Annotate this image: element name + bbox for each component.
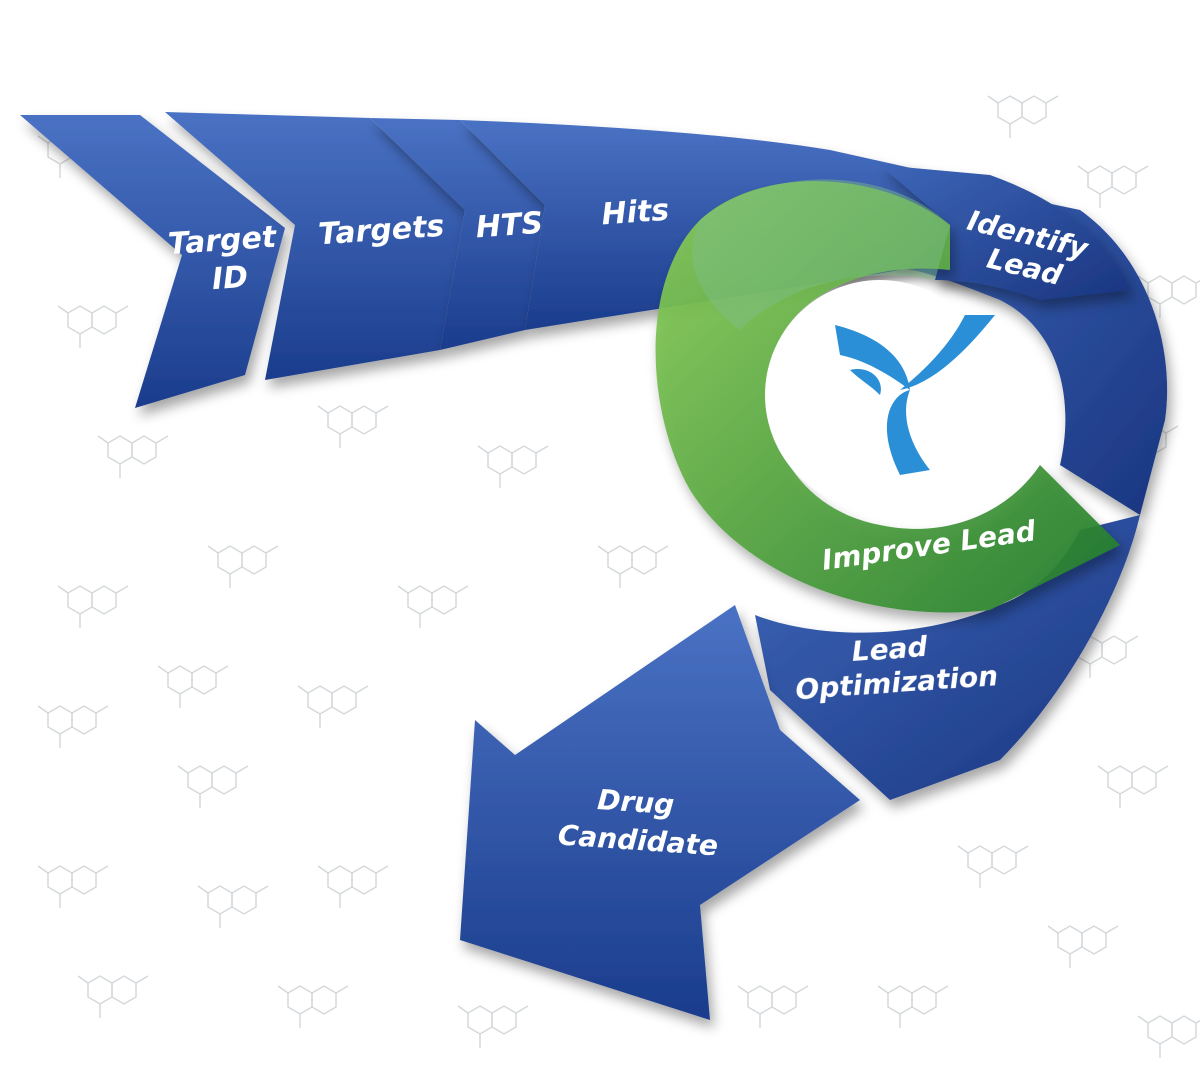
return-arc-lower [755, 515, 1140, 800]
chevron-hts [370, 118, 545, 350]
label-hits: Hits [600, 193, 670, 233]
chevron-targets [165, 112, 465, 380]
green-loop-outer [655, 181, 1120, 613]
label-target-id: Target ID [167, 219, 290, 300]
green-loop-overlap [692, 179, 950, 330]
drug-candidate-arrow [460, 605, 860, 1020]
tri-blade-logo-icon [835, 315, 995, 475]
chevron-target-id [20, 115, 285, 408]
label-hts: HTS [475, 206, 544, 246]
